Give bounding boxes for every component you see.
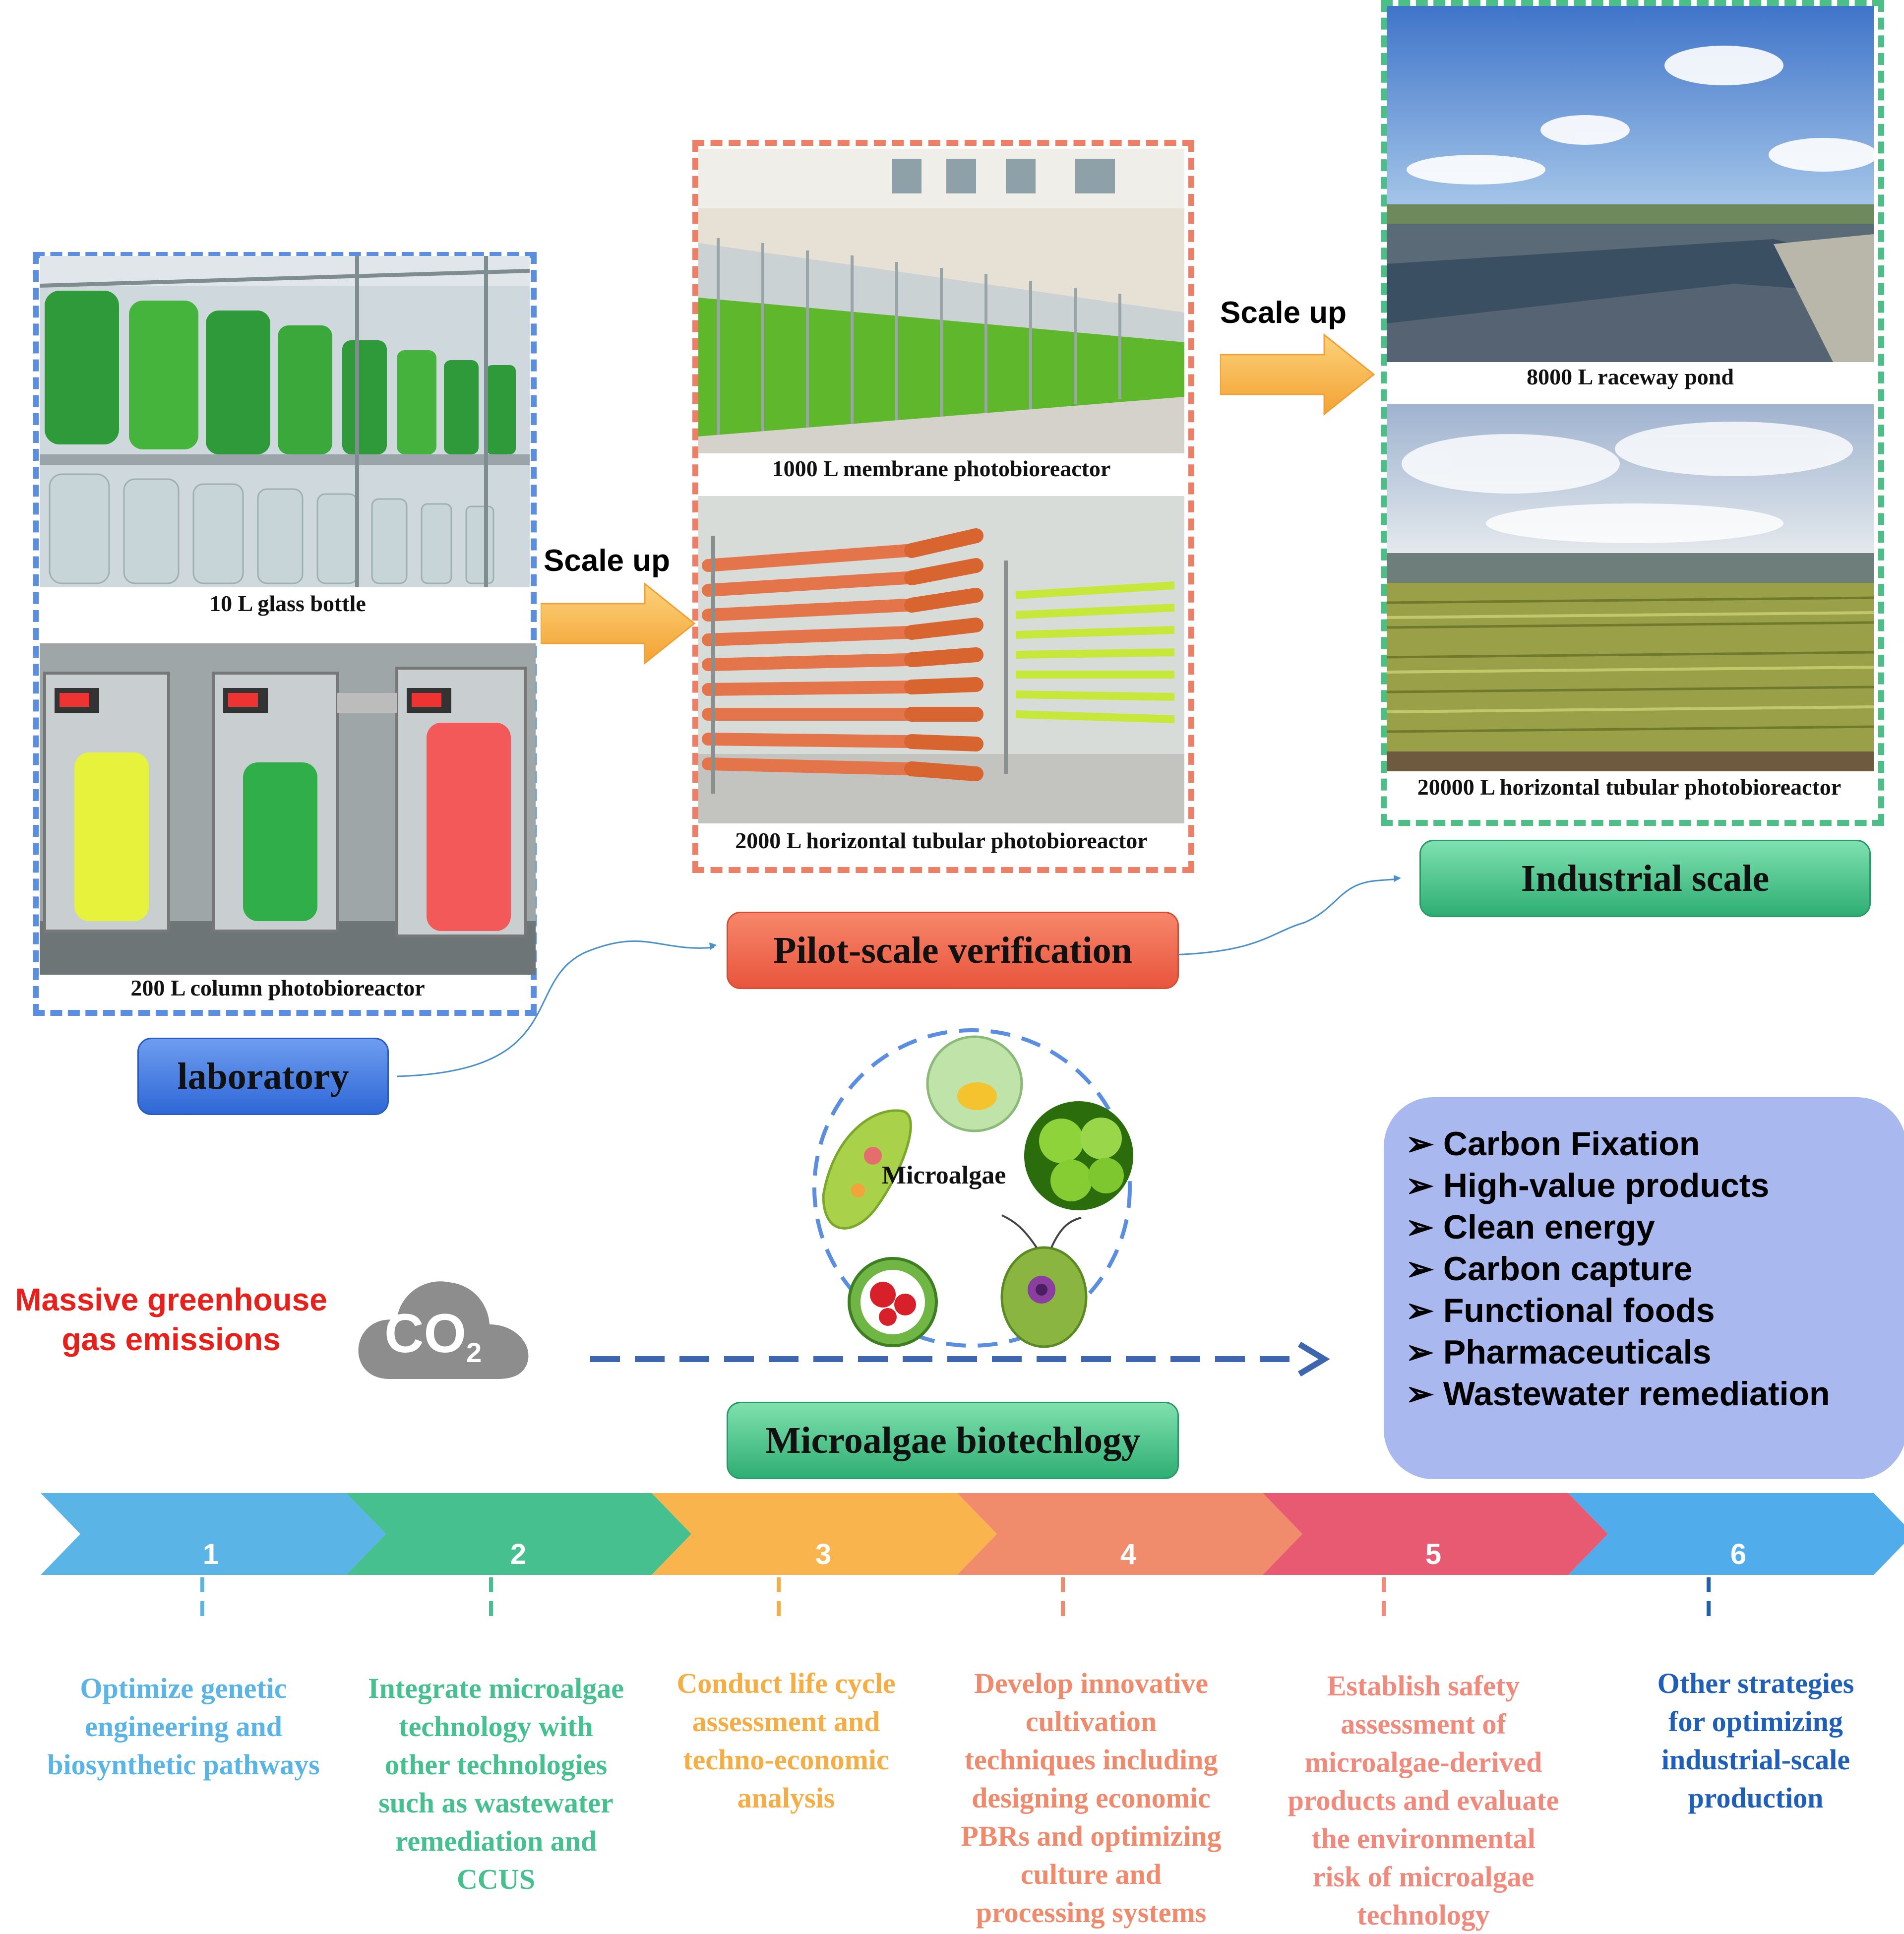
step-text-line: microalgae-derived — [1304, 1746, 1542, 1778]
step-text-line: products and evaluate — [1288, 1784, 1559, 1816]
benefits-panel: ➢ Carbon Fixation ➢ High-value products … — [1384, 1097, 1904, 1479]
round-cell-icon — [926, 1035, 1023, 1132]
timeline-chevron-6 — [1568, 1493, 1904, 1575]
tubular-pbr-2000-photo — [698, 496, 1184, 823]
raceway-pond-photo — [1387, 6, 1874, 362]
tubular-pbr-20000-photo — [1387, 404, 1874, 771]
step-text-1: Optimize genetic engineering and biosynthe… — [20, 1669, 347, 1784]
emission-title: Massive greenhouse gas emissions — [0, 1280, 342, 1359]
membrane-pbr-caption: 1000 L membrane photobioreactor — [772, 456, 1111, 481]
benefit-item: ➢ Carbon Fixation — [1406, 1125, 1700, 1163]
flagellate-cell-icon — [1000, 1214, 1088, 1348]
step-text-line: techniques including — [964, 1744, 1218, 1776]
benefit-item: ➢ Wastewater remediation — [1406, 1375, 1830, 1413]
step-text-5: Establish safety assessment of microalgae-… — [1260, 1667, 1587, 1934]
timeline-chevron-5 — [1263, 1493, 1608, 1575]
benefit-item: ➢ Functional foods — [1406, 1292, 1715, 1329]
step-text-line: technology with — [399, 1710, 593, 1743]
step-number-4: 4 — [1120, 1538, 1137, 1570]
step-number-3: 3 — [815, 1538, 832, 1570]
step-text-2: Integrate microalgae technology with other… — [342, 1669, 650, 1898]
benefit-item: ➢ Pharmaceuticals — [1406, 1333, 1712, 1371]
timeline-chevron-2 — [346, 1493, 691, 1575]
step-text-line: Optimize genetic — [80, 1672, 287, 1704]
laboratory-label: laboratory — [137, 1038, 389, 1115]
step-text-line: CCUS — [457, 1863, 535, 1895]
benefit-item: ➢ Carbon capture — [1406, 1250, 1693, 1288]
red-pigment-cell-icon — [848, 1257, 938, 1347]
co2-main: CO — [384, 1303, 466, 1364]
step-text-line: PBRs and optimizing — [961, 1820, 1222, 1852]
step-text-line: engineering and — [85, 1710, 282, 1743]
scale-up-label-1: Scale up — [544, 544, 670, 578]
step-number-5: 5 — [1425, 1538, 1442, 1570]
co2-cloud-icon — [358, 1281, 529, 1379]
microalgae-circle — [812, 1028, 1133, 1348]
column-pbr-caption: 200 L column photobioreactor — [130, 975, 425, 1000]
tubular-pbr-2000-caption: 2000 L horizontal tubular photobioreacto… — [735, 828, 1148, 853]
step-text-line: Other strategies — [1657, 1667, 1854, 1699]
step-text-line: Develop innovative — [974, 1667, 1209, 1699]
microalgae-label: Microalgae — [882, 1161, 1006, 1189]
benefit-item: ➢ Clean energy — [1406, 1208, 1655, 1246]
step-text-4: Develop innovative cultivation techniques … — [932, 1664, 1250, 1932]
step-text-line: production — [1688, 1782, 1824, 1814]
membrane-pbr-photo — [698, 149, 1184, 453]
step-text-line: assessment of — [1341, 1708, 1506, 1740]
step-text-line: for optimizing — [1668, 1705, 1843, 1738]
industrial-frame — [1381, 0, 1884, 826]
step-text-6: Other strategies for optimizing industrial… — [1617, 1664, 1895, 1817]
step-text-line: cultivation — [1025, 1705, 1157, 1738]
step-text-line: Conduct life cycle — [676, 1667, 896, 1699]
tubular-pbr-20000-caption: 20000 L horizontal tubular photobioreact… — [1417, 774, 1842, 800]
step-text-line: technology — [1357, 1899, 1490, 1931]
pilot-label: Pilot-scale verification — [727, 912, 1179, 989]
emission-title-line2: gas emissions — [61, 1321, 281, 1357]
step-text-line: assessment and — [692, 1705, 880, 1738]
step-text-line: such as wastewater — [378, 1787, 614, 1819]
step-number-1: 1 — [202, 1538, 219, 1570]
emission-title-line1: Massive greenhouse — [15, 1282, 327, 1317]
step-text-line: Integrate microalgae — [368, 1672, 624, 1704]
co2-text: CO2 — [384, 1302, 482, 1369]
timeline-chevron-3 — [652, 1493, 997, 1575]
step-text-line: biosynthetic pathways — [47, 1748, 320, 1781]
scale-up-arrow-2 — [1220, 333, 1375, 416]
colony-cell-icon — [1024, 1101, 1133, 1210]
timeline-chevron-1 — [41, 1493, 386, 1575]
step-number-2: 2 — [510, 1538, 527, 1570]
scale-up-arrow-1 — [541, 582, 696, 665]
pilot-frame — [692, 140, 1194, 873]
step-text-3: Conduct life cycle assessment and techno-e… — [642, 1664, 930, 1817]
step-text-line: remediation and — [395, 1825, 597, 1857]
co2-subscript: 2 — [466, 1337, 482, 1368]
step-text-line: the environmental — [1311, 1822, 1535, 1855]
euglena-cell-icon — [822, 1109, 912, 1230]
step-number-6: 6 — [1730, 1538, 1747, 1570]
timeline-chevron-4 — [957, 1493, 1302, 1575]
biotech-label: Microalgae biotechlogy — [727, 1402, 1179, 1479]
scale-up-label-2: Scale up — [1220, 296, 1347, 330]
industrial-label: Industrial scale — [1419, 840, 1871, 917]
glass-bottle-photo — [40, 256, 530, 587]
step-text-line: techno-economic — [683, 1744, 889, 1776]
step-text-line: analysis — [737, 1782, 835, 1814]
column-pbr-photo — [40, 643, 536, 975]
glass-bottle-caption: 10 L glass bottle — [209, 591, 366, 616]
step-text-line: other technologies — [384, 1748, 608, 1781]
step-text-line: designing economic — [972, 1782, 1211, 1814]
step-text-line: processing systems — [976, 1896, 1207, 1929]
step-text-line: industrial-scale — [1661, 1744, 1850, 1776]
benefit-item: ➢ High-value products — [1406, 1167, 1770, 1204]
step-text-line: risk of microalgae — [1312, 1861, 1535, 1893]
co2-to-benefits-arrow — [590, 1341, 1330, 1377]
raceway-pond-caption: 8000 L raceway pond — [1527, 364, 1734, 389]
step-text-line: culture and — [1020, 1858, 1162, 1890]
step-text-line: Establish safety — [1327, 1670, 1520, 1702]
